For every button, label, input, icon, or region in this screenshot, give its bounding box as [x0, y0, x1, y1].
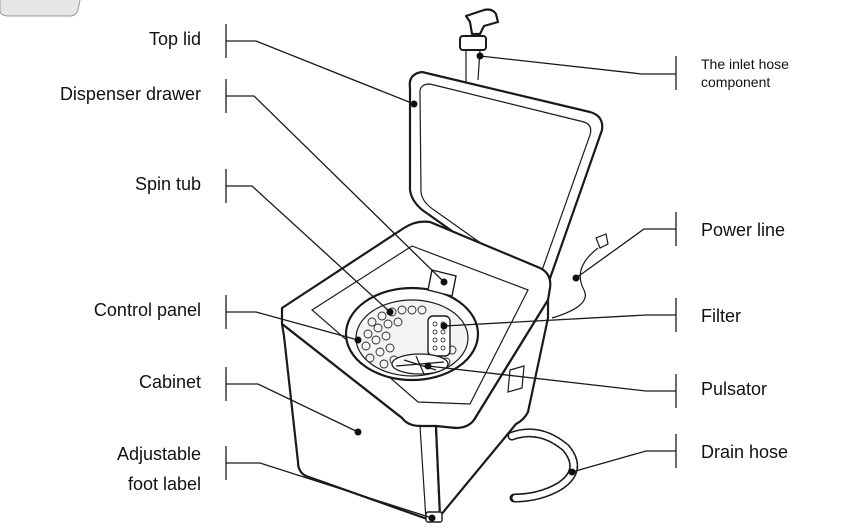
drain-hose-ribs [509, 430, 577, 501]
label-spin-tub: Spin tub [135, 169, 394, 316]
label-power-line: Power line [572, 212, 785, 282]
label-pulsator: Pulsator [424, 362, 767, 408]
label-dispenser-drawer: Dispenser drawer [60, 79, 448, 286]
svg-text:Power line: Power line [701, 220, 785, 240]
svg-text:foot label: foot label [128, 474, 201, 494]
svg-text:Adjustable: Adjustable [117, 444, 201, 464]
power-cord [551, 247, 599, 319]
power-plug [595, 233, 609, 249]
label-cabinet: Cabinet [139, 367, 362, 436]
washing-machine-illustration [280, 8, 609, 523]
label-inlet-hose: The inlet hose component [476, 52, 789, 90]
filter-part [427, 315, 451, 357]
hose-connector [459, 35, 487, 51]
label-adjustable-foot: Adjustable foot label [117, 444, 436, 522]
label-filter: Filter [440, 298, 741, 332]
svg-text:Drain hose: Drain hose [701, 442, 788, 462]
svg-text:Control panel: Control panel [94, 300, 201, 320]
drain-hose-outer [507, 428, 579, 503]
svg-text:Top lid: Top lid [149, 29, 201, 49]
svg-text:Dispenser drawer: Dispenser drawer [60, 84, 201, 104]
tap [464, 8, 500, 36]
cabinet-side [434, 298, 550, 518]
corner-tab [0, 0, 81, 17]
label-drain-hose: Drain hose [568, 434, 788, 476]
svg-text:The inlet hose: The inlet hose [701, 56, 789, 72]
svg-text:Filter: Filter [701, 306, 741, 326]
svg-text:Cabinet: Cabinet [139, 372, 201, 392]
side-slot [507, 365, 525, 393]
label-top-lid: Top lid [149, 24, 418, 108]
svg-text:component: component [701, 74, 770, 90]
pulsator-vanes [395, 355, 445, 375]
label-control-panel: Control panel [94, 295, 362, 344]
cabinet-edge [419, 425, 427, 521]
svg-text:Spin tub: Spin tub [135, 174, 201, 194]
opening-rim [311, 245, 529, 405]
svg-text:Pulsator: Pulsator [701, 379, 767, 399]
